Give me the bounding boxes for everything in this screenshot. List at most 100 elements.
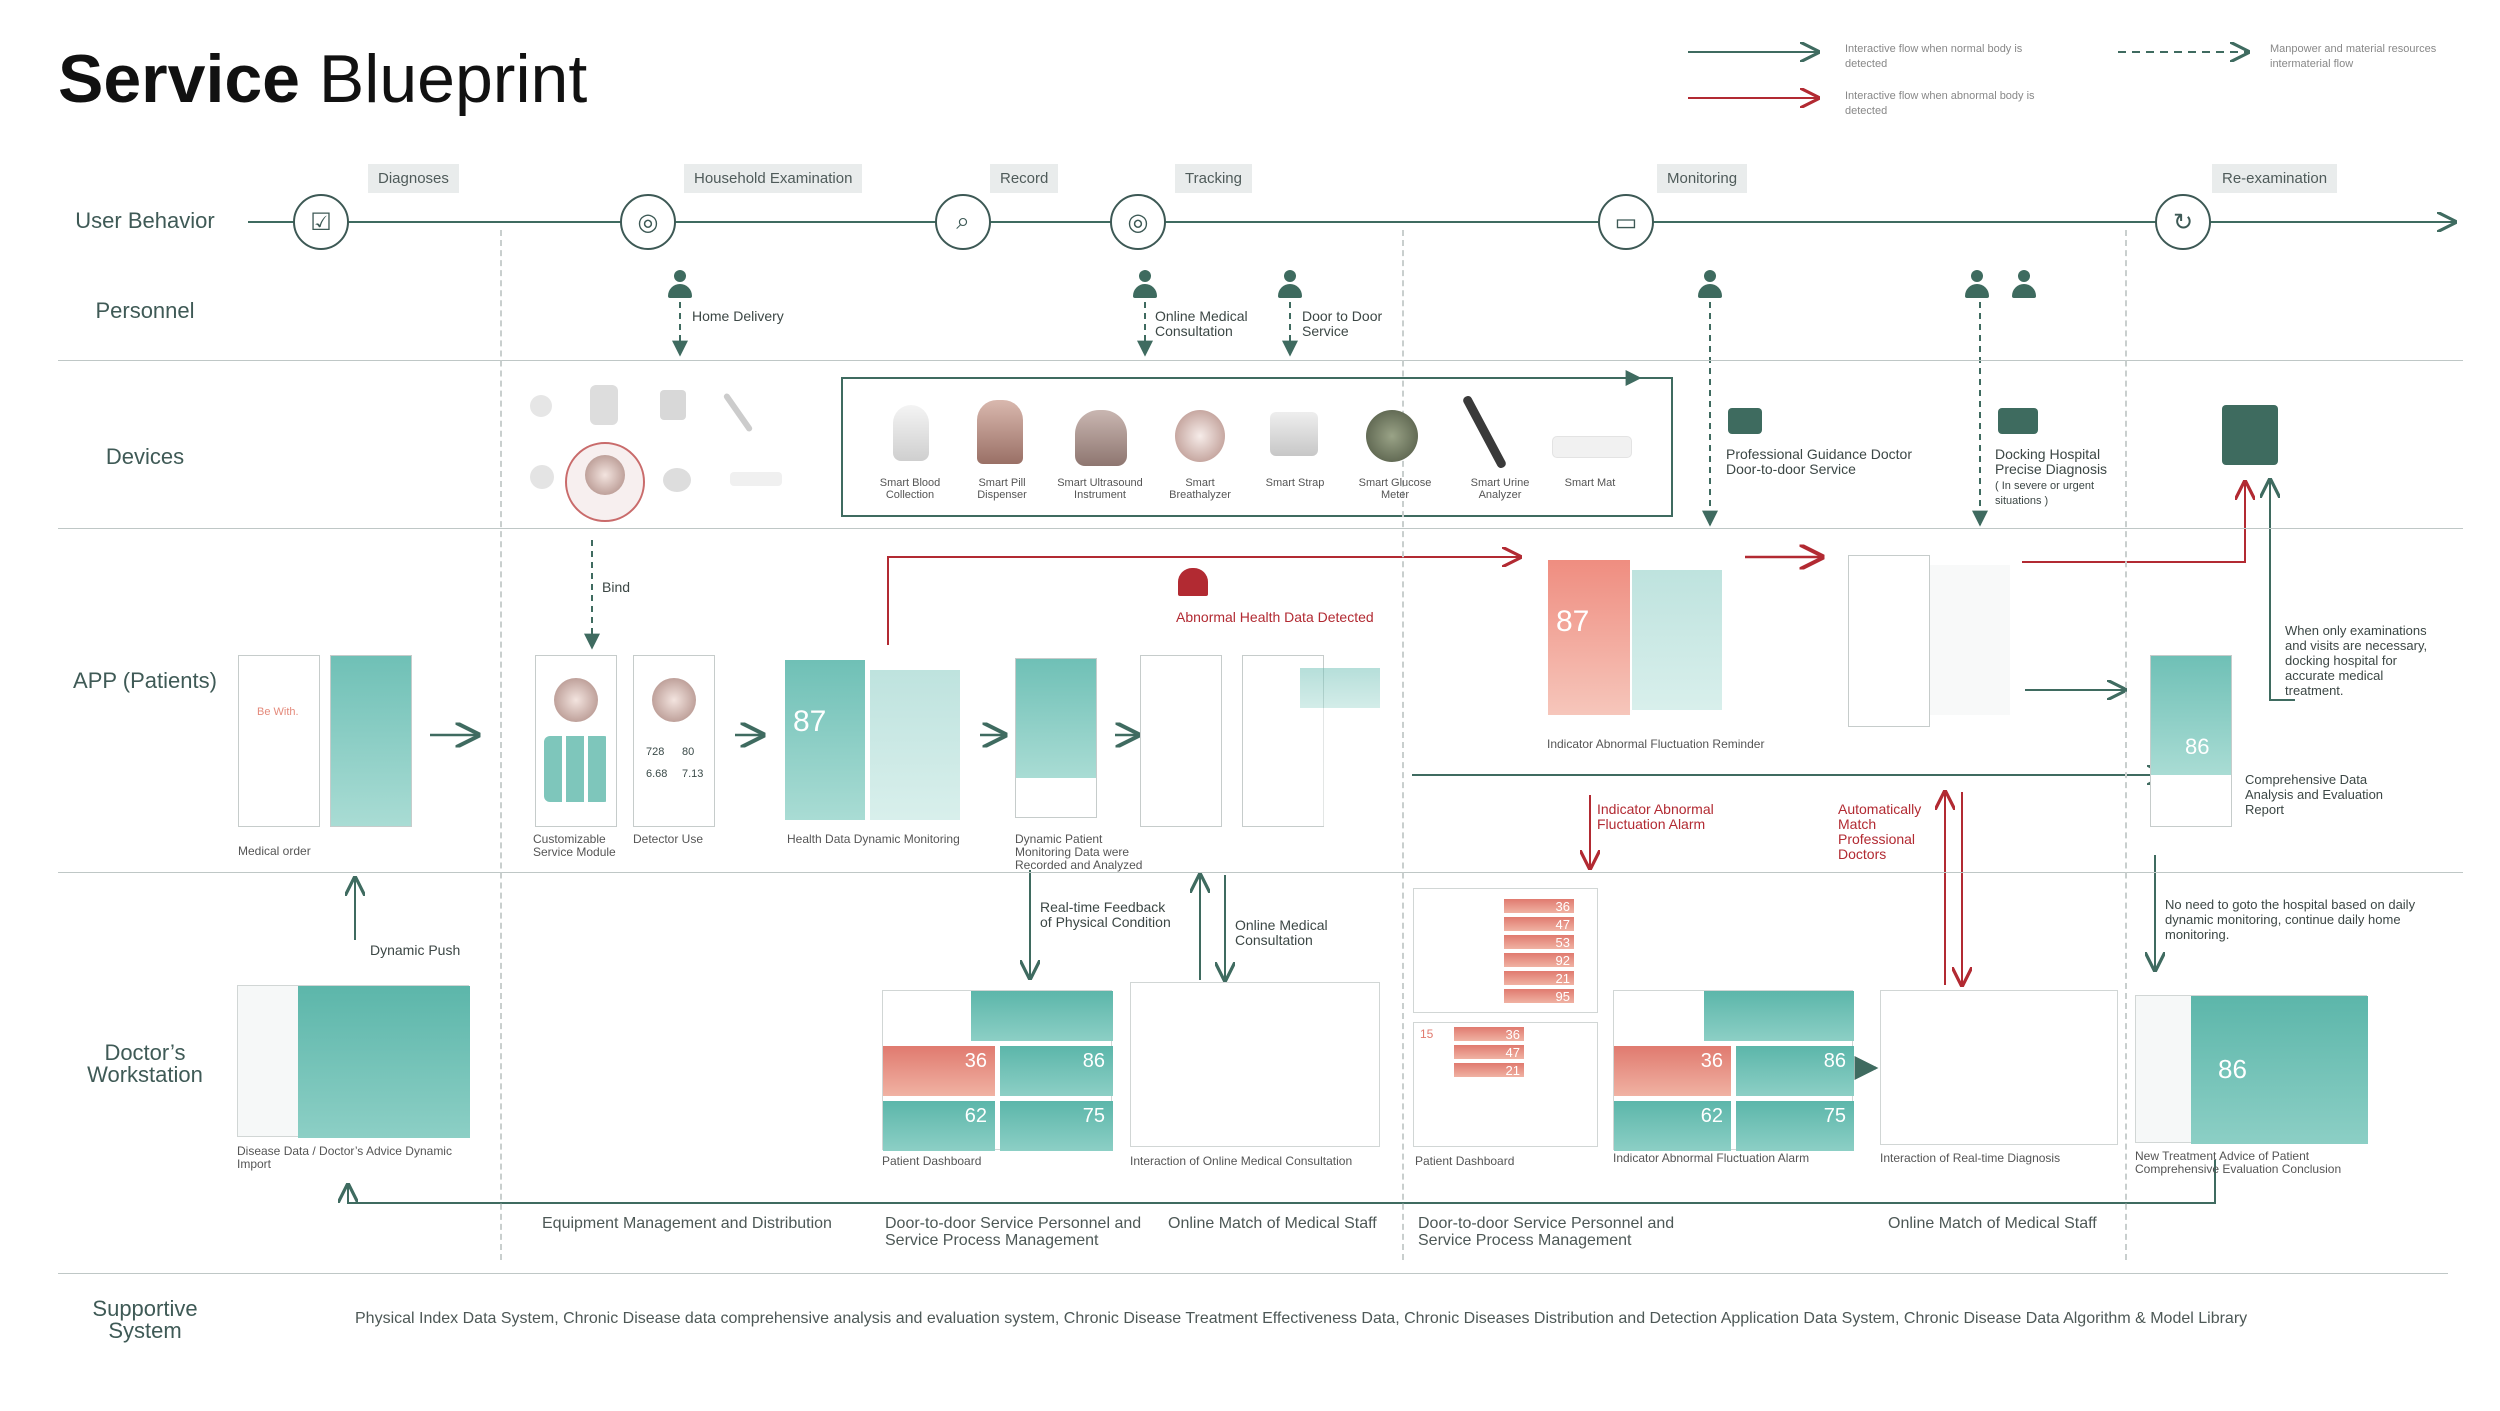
- device-label: Smart Ultrasound Instrument: [1057, 477, 1143, 501]
- stage-tag-reexamination: Re-examination: [2212, 164, 2338, 193]
- device-image: [660, 390, 686, 420]
- smart-mat-image: [1552, 436, 1632, 458]
- target-icon: ◎: [620, 194, 676, 250]
- row-label-devices: Devices: [105, 444, 185, 469]
- stage-tag-tracking: Tracking: [1175, 164, 1252, 193]
- person-icon: [2012, 270, 2036, 298]
- legend-abnormal-label: Interactive flow when abnormal body is d…: [1845, 90, 2035, 117]
- caption: Interaction of Online Medical Consultati…: [1130, 1154, 1353, 1168]
- person-icon: [1698, 270, 1722, 298]
- abnormal-detected-label: Abnormal Health Data Detected: [1176, 609, 1374, 625]
- row-label-doctor: Doctor’s Workstation: [87, 1040, 203, 1087]
- no-hospital-note: No need to goto the hospital based on da…: [2165, 897, 2416, 942]
- separator: [58, 528, 2463, 529]
- device-label: Smart Glucose Meter: [1358, 477, 1432, 501]
- page-title: Service Blueprint: [58, 41, 588, 117]
- blood-collection-image: [893, 405, 929, 461]
- management-label: Online Match of Medical Staff: [1168, 1215, 1377, 1232]
- separator: [58, 1273, 2448, 1274]
- device-image: [590, 385, 618, 425]
- caption: Health Data Dynamic Monitoring: [787, 832, 960, 846]
- person-icon: [1278, 270, 1302, 298]
- docking-note: ( In severe or urgent situations ): [1995, 480, 2095, 507]
- app-screen: [1848, 555, 1930, 727]
- ultrasound-image: [1075, 410, 1127, 466]
- auto-match-label: Automatically Match Professional Doctors: [1838, 801, 1922, 862]
- row-label-personnel: Personnel: [95, 298, 195, 323]
- app-screen-stack: [1300, 668, 1380, 826]
- patient-dashboard: 36 86 62 75: [882, 990, 1113, 1151]
- caption: Customizable Service Module: [533, 832, 616, 859]
- device-image: [530, 395, 552, 417]
- device-label: Smart Breathalyzer: [1169, 477, 1231, 501]
- docking-hospital-label: Docking Hospital Precise Diagnosis: [1995, 446, 2108, 477]
- alarm-list-screen: 36 47 53 92 21 95: [1413, 888, 1598, 1013]
- medical-kit-icon: [1728, 408, 1762, 434]
- caption: Dynamic Patient Monitoring Data were Rec…: [1015, 832, 1143, 872]
- patient-dashboard-2: 15 36 47 21: [1413, 1022, 1598, 1147]
- target-icon: ◎: [1110, 194, 1166, 250]
- app-screen: [1015, 658, 1097, 818]
- glucose-meter-image: [1366, 410, 1418, 462]
- caption: Detector Use: [633, 832, 704, 846]
- person-icon: [1965, 270, 1989, 298]
- phase-divider: [2125, 230, 2127, 1260]
- app-screen: 87: [785, 660, 865, 820]
- app-screen: 86: [2150, 655, 2232, 827]
- legend-resource-label: Manpower and material resources intermat…: [2270, 43, 2437, 70]
- device-label: Smart Strap: [1265, 477, 1325, 489]
- caption: Interaction of Real-time Diagnosis: [1880, 1151, 2061, 1165]
- caption: Patient Dashboard: [882, 1154, 982, 1168]
- device-label: Smart Mat: [1564, 477, 1616, 489]
- stage-tag-monitoring: Monitoring: [1657, 164, 1748, 193]
- realtime-diagnosis-screen: [1880, 990, 2118, 1145]
- device-label: Smart Pill Dispenser: [977, 477, 1027, 501]
- row-label-user-behavior: User Behavior: [75, 208, 215, 233]
- caption: Medical order: [238, 844, 311, 858]
- online-consult-personnel-label: Online Medical Consultation: [1155, 308, 1248, 339]
- device-image: [730, 472, 782, 486]
- app-screen: [1140, 655, 1222, 827]
- hospital-note: When only examinations and visits are ne…: [2285, 623, 2428, 698]
- pill-dispenser-image: [977, 400, 1023, 464]
- alert-icon: [1178, 568, 1208, 596]
- management-label: Equipment Management and Distribution: [542, 1215, 832, 1232]
- person-icon: [668, 270, 692, 298]
- management-label: Door-to-door Service Personnel and Servi…: [1418, 1215, 1675, 1249]
- clipboard-icon: ☑: [293, 194, 349, 250]
- separator: [58, 872, 2463, 873]
- consultation-screen: [1130, 982, 1380, 1147]
- management-label: Door-to-door Service Personnel and Servi…: [885, 1215, 1142, 1249]
- device-label: Smart Blood Collection: [879, 477, 941, 501]
- dynamic-push-label: Dynamic Push: [370, 942, 461, 958]
- doctor-screen: [237, 985, 470, 1138]
- alarm-label: Indicator Abnormal Fluctuation Alarm: [1597, 801, 1714, 832]
- app-screen-stack: [1930, 565, 2010, 715]
- phase-divider: [500, 230, 502, 1260]
- evaluation-screen: 86: [2135, 995, 2368, 1144]
- row-label-app: APP (Patients): [73, 668, 217, 693]
- stage-tag-record: Record: [990, 164, 1059, 193]
- alarm-dashboard: 36 86 62 75: [1613, 990, 1854, 1151]
- caption: New Treatment Advice of Patient Comprehe…: [2135, 1149, 2342, 1176]
- row-label-supportive: Supportive System: [92, 1296, 198, 1343]
- app-screen-stack: [870, 670, 960, 820]
- devices-box: [841, 377, 1673, 517]
- management-label: Online Match of Medical Staff: [1888, 1215, 2097, 1232]
- caption: Comprehensive Data Analysis and Evaluati…: [2245, 772, 2384, 817]
- search-doc-icon: ⌕: [935, 194, 991, 250]
- caption: Indicator Abnormal Fluctuation Alarm: [1613, 1151, 1810, 1165]
- app-screen: 87: [1548, 560, 1630, 715]
- breathalyzer-image: [1175, 410, 1225, 462]
- legend-normal-label: Interactive flow when normal body is det…: [1845, 43, 2023, 70]
- phase-divider: [1402, 230, 1404, 1260]
- hospital-icon: [2222, 405, 2278, 465]
- strap-image: [1270, 412, 1318, 456]
- caption: Disease Data / Doctor’s Advice Dynamic I…: [237, 1144, 452, 1171]
- realtime-feedback-label: Real-time Feedback of Physical Condition: [1040, 899, 1171, 930]
- stage-tag-diagnoses: Diagnoses: [368, 164, 459, 193]
- device-image: [530, 465, 554, 489]
- door-to-door-label: Door to Door Service: [1302, 308, 1383, 339]
